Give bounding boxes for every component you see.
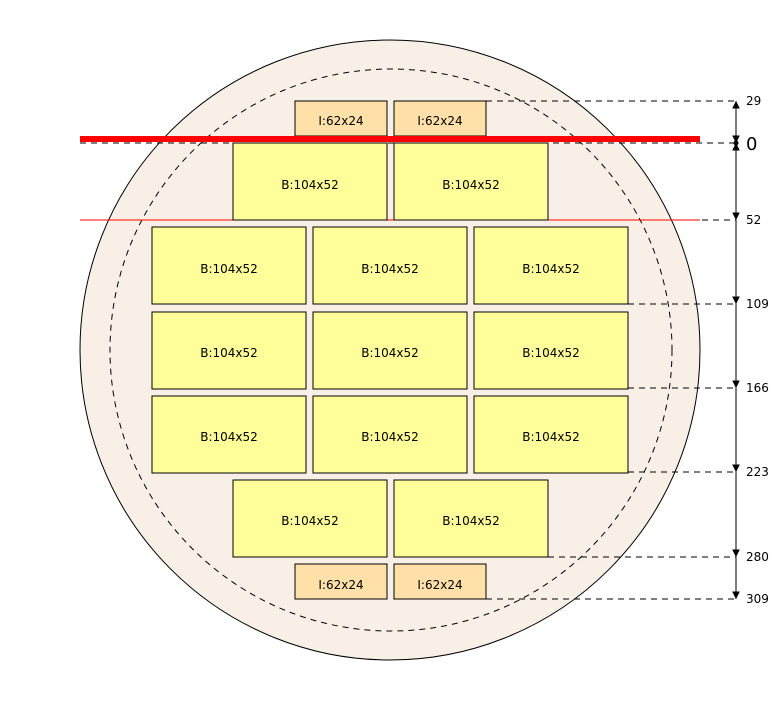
wafer-exclusion-circle [109,68,673,632]
die-b-r4c2: B:104x52 [312,395,468,474]
dimension-axis [732,100,740,600]
die-label: B:104x52 [442,178,500,192]
dimension-label-109: 109 [746,297,769,311]
die-label: B:104x52 [281,514,339,528]
die-label: I:62x24 [417,578,462,592]
die-label: I:62x24 [417,114,462,128]
die-b-r2c2: B:104x52 [312,226,468,305]
dimension-labels: 29 0 52 109 166 223 280 309 [746,94,769,606]
die-i-top-right: I:62x24 [393,100,487,137]
die-label: B:104x52 [442,514,500,528]
die-label: B:104x52 [522,346,580,360]
die-i-bottom-right: I:62x24 [393,563,487,600]
die-b-r2c1: B:104x52 [151,226,307,305]
die-i-top-left: I:62x24 [294,100,388,137]
dimension-label-0: 0 [746,134,757,155]
die-label: B:104x52 [361,262,419,276]
dimension-label-52: 52 [746,213,761,227]
dimension-label-280: 280 [746,550,769,564]
dimension-label-29: 29 [746,94,761,108]
die-label: B:104x52 [522,262,580,276]
die-b-r3c3: B:104x52 [473,311,629,390]
die-label: I:62x24 [318,578,363,592]
die-b-r5c2: B:104x52 [393,479,549,558]
die-b-r4c3: B:104x52 [473,395,629,474]
die-label: B:104x52 [522,430,580,444]
die-label: B:104x52 [361,346,419,360]
die-label: B:104x52 [361,430,419,444]
die-b-r4c1: B:104x52 [151,395,307,474]
die-b-r5c1: B:104x52 [232,479,388,558]
die-b-r3c1: B:104x52 [151,311,307,390]
die-b-r1c1: B:104x52 [232,142,388,221]
die-b-r3c2: B:104x52 [312,311,468,390]
die-i-bottom-left: I:62x24 [294,563,388,600]
die-label: B:104x52 [200,430,258,444]
die-label: B:104x52 [200,346,258,360]
die-label: B:104x52 [200,262,258,276]
dimension-label-309: 309 [746,592,769,606]
dimension-label-223: 223 [746,465,769,479]
die-label: I:62x24 [318,114,363,128]
die-label: B:104x52 [281,178,339,192]
dimension-label-166: 166 [746,381,769,395]
die-b-r1c2: B:104x52 [393,142,549,221]
die-b-r2c3: B:104x52 [473,226,629,305]
